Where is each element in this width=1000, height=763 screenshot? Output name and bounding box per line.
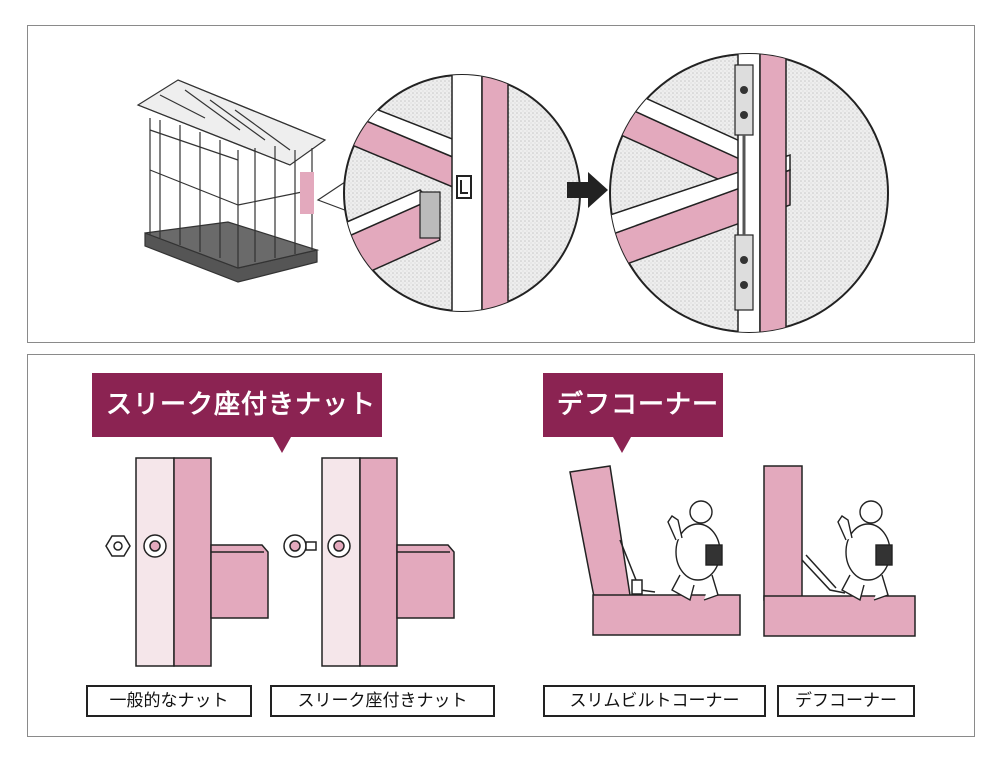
callout-sleek-nut: スリーク座付きナット (92, 373, 382, 453)
callout-def-corner: デフコーナー (543, 373, 723, 453)
def-corner-illustration (763, 465, 916, 637)
label-general-nut: 一般的なナット (86, 685, 252, 717)
sumo-wrestler-figure (667, 500, 723, 602)
label-sleek-nut: スリーク座付きナット (270, 685, 495, 717)
sumo-wrestler-figure (837, 500, 893, 602)
general-nut-illustration (105, 457, 269, 667)
slim-built-corner-illustration (569, 465, 741, 636)
sleek-nut-illustration (283, 457, 455, 667)
label-slim-built-corner: スリムビルトコーナー (543, 685, 766, 717)
house-frame-illustration (136, 79, 327, 283)
detail-circle-after (609, 53, 889, 333)
label-def-corner: デフコーナー (777, 685, 915, 717)
arrow-icon (567, 172, 608, 208)
detail-circle-before (343, 74, 581, 312)
